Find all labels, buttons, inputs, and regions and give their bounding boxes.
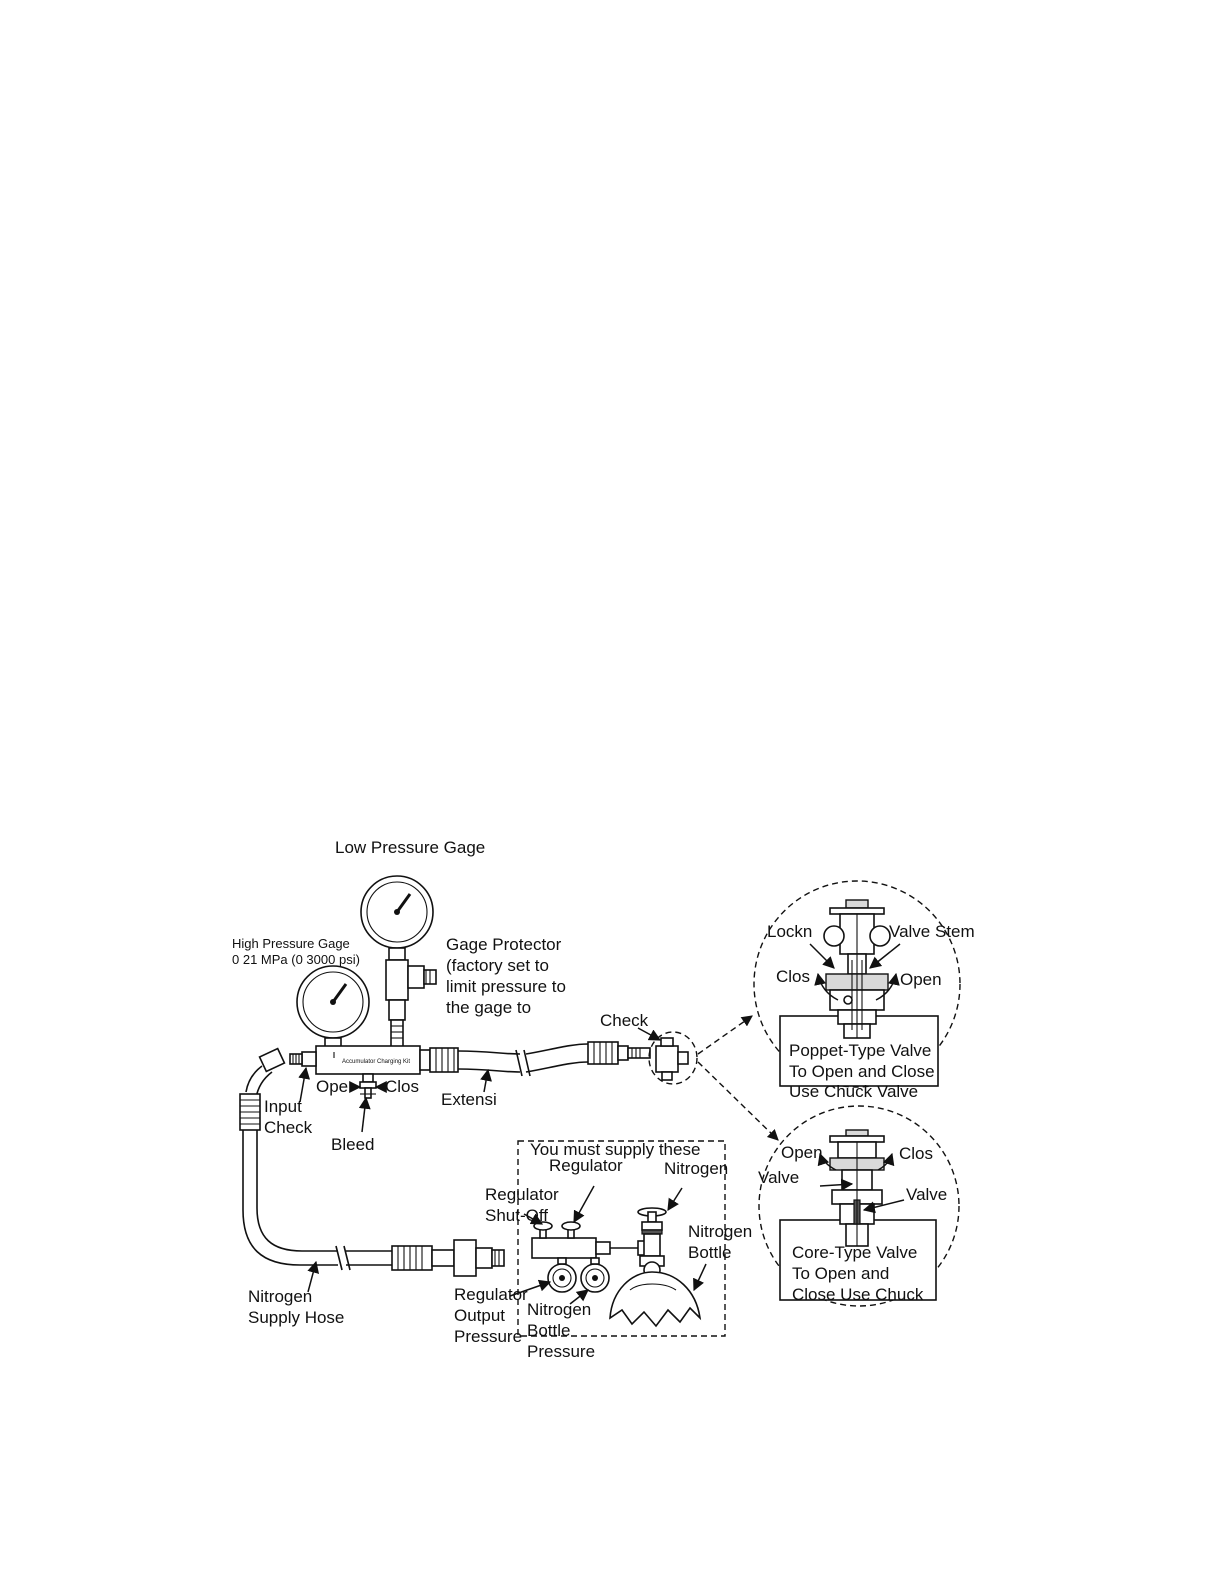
svg-text:Check: Check: [264, 1118, 313, 1137]
svg-text:Supply Hose: Supply Hose: [248, 1308, 344, 1327]
supply-box-title: You must supply these: [530, 1140, 700, 1159]
core-valve-right-label: Valve: [906, 1185, 947, 1204]
regulator-label: Regulator: [549, 1156, 623, 1175]
manifold-labels: Ope Clos Input Check Bleed: [264, 1077, 419, 1154]
svg-text:High Pressure Gage: High Pressure Gage: [232, 936, 350, 951]
input-check-fitting: [289, 1051, 317, 1067]
nitrogen-bottle-label: Nitrogen Bottle: [688, 1222, 752, 1262]
poppet-caption: Poppet-Type Valve To Open and Close Use …: [789, 1041, 935, 1101]
regulator-output-pressure-label: Regulator Output Pressure: [454, 1285, 528, 1346]
svg-text:Close Use Chuck: Close Use Chuck: [792, 1285, 924, 1304]
svg-text:Core-Type Valve: Core-Type Valve: [792, 1243, 917, 1262]
poppet-valve-stem-label: Valve Stem: [889, 922, 975, 941]
svg-text:(factory set to: (factory set to: [446, 956, 549, 975]
svg-text:Clos: Clos: [385, 1077, 419, 1096]
svg-text:0 21 MPa (0 3000 psi): 0 21 MPa (0 3000 psi): [232, 952, 360, 967]
svg-text:Nitrogen: Nitrogen: [527, 1300, 591, 1319]
svg-text:limit pressure to: limit pressure to: [446, 977, 566, 996]
bleed-valve: [359, 1073, 377, 1099]
svg-text:Output: Output: [454, 1306, 505, 1325]
svg-text:Regulator: Regulator: [485, 1185, 559, 1204]
svg-text:To Open and: To Open and: [792, 1264, 889, 1283]
manifold-block: Accumulator Charging Kit: [315, 1045, 421, 1075]
core-close-label: Clos: [899, 1144, 933, 1163]
svg-text:Bottle: Bottle: [527, 1321, 570, 1340]
core-valve-left-label: Valve: [758, 1168, 799, 1187]
poppet-valve-detail: [753, 880, 961, 1088]
nitrogen-supply-hose-label: Nitrogen Supply Hose: [248, 1287, 344, 1327]
gage-protector-label: Gage Protector (factory set to limit pre…: [446, 935, 566, 1017]
poppet-open-label: Open: [900, 970, 942, 989]
svg-text:Input: Input: [264, 1097, 302, 1116]
nitrogen-top-label: Nitrogen: [664, 1159, 728, 1178]
svg-text:Gage Protector: Gage Protector: [446, 935, 562, 954]
nitrogen-bottle-pressure-label: Nitrogen Bottle Pressure: [527, 1300, 595, 1361]
poppet-locknut-label: Lockn: [767, 922, 812, 941]
svg-text:Pressure: Pressure: [527, 1342, 595, 1361]
nitrogen-supply-hose: [239, 1047, 505, 1277]
core-caption: Core-Type Valve To Open and Close Use Ch…: [792, 1243, 924, 1304]
high-pressure-gage: [296, 965, 370, 1049]
extension-hose: [419, 1041, 651, 1077]
low-pressure-gage-label: Low Pressure Gage: [335, 838, 485, 857]
svg-text:Bleed: Bleed: [331, 1135, 374, 1154]
regulator-shutoff-label: Regulator Shut-Off: [485, 1185, 559, 1225]
core-open-label: Open: [781, 1143, 823, 1162]
extension-label: Extensi: [441, 1090, 497, 1109]
chuck-valve: [648, 1031, 698, 1085]
low-gage-riser: [385, 959, 437, 1049]
high-pressure-gage-label: High Pressure Gage 0 21 MPa (0 3000 psi): [232, 936, 360, 967]
user-supplied-box: [517, 1140, 726, 1337]
svg-text:Accumulator Charging Kit: Accumulator Charging Kit: [342, 1059, 410, 1065]
svg-text:Poppet-Type Valve: Poppet-Type Valve: [789, 1041, 931, 1060]
svg-text:Regulator: Regulator: [454, 1285, 528, 1304]
nitrogen-bottle: [609, 1207, 702, 1328]
check-label: Check: [600, 1011, 649, 1030]
svg-text:To Open and Close: To Open and Close: [789, 1062, 935, 1081]
poppet-close-label: Clos: [776, 967, 810, 986]
low-pressure-gage: [360, 875, 434, 961]
regulator: [531, 1221, 638, 1293]
svg-text:Pressure: Pressure: [454, 1327, 522, 1346]
svg-text:Use Chuck Valve: Use Chuck Valve: [789, 1082, 918, 1101]
svg-text:the gage to: the gage to: [446, 998, 531, 1017]
svg-text:Nitrogen: Nitrogen: [688, 1222, 752, 1241]
svg-text:Bottle: Bottle: [688, 1243, 731, 1262]
svg-text:Ope: Ope: [316, 1077, 348, 1096]
svg-text:Nitrogen: Nitrogen: [248, 1287, 312, 1306]
core-valve-detail: [758, 1105, 960, 1307]
